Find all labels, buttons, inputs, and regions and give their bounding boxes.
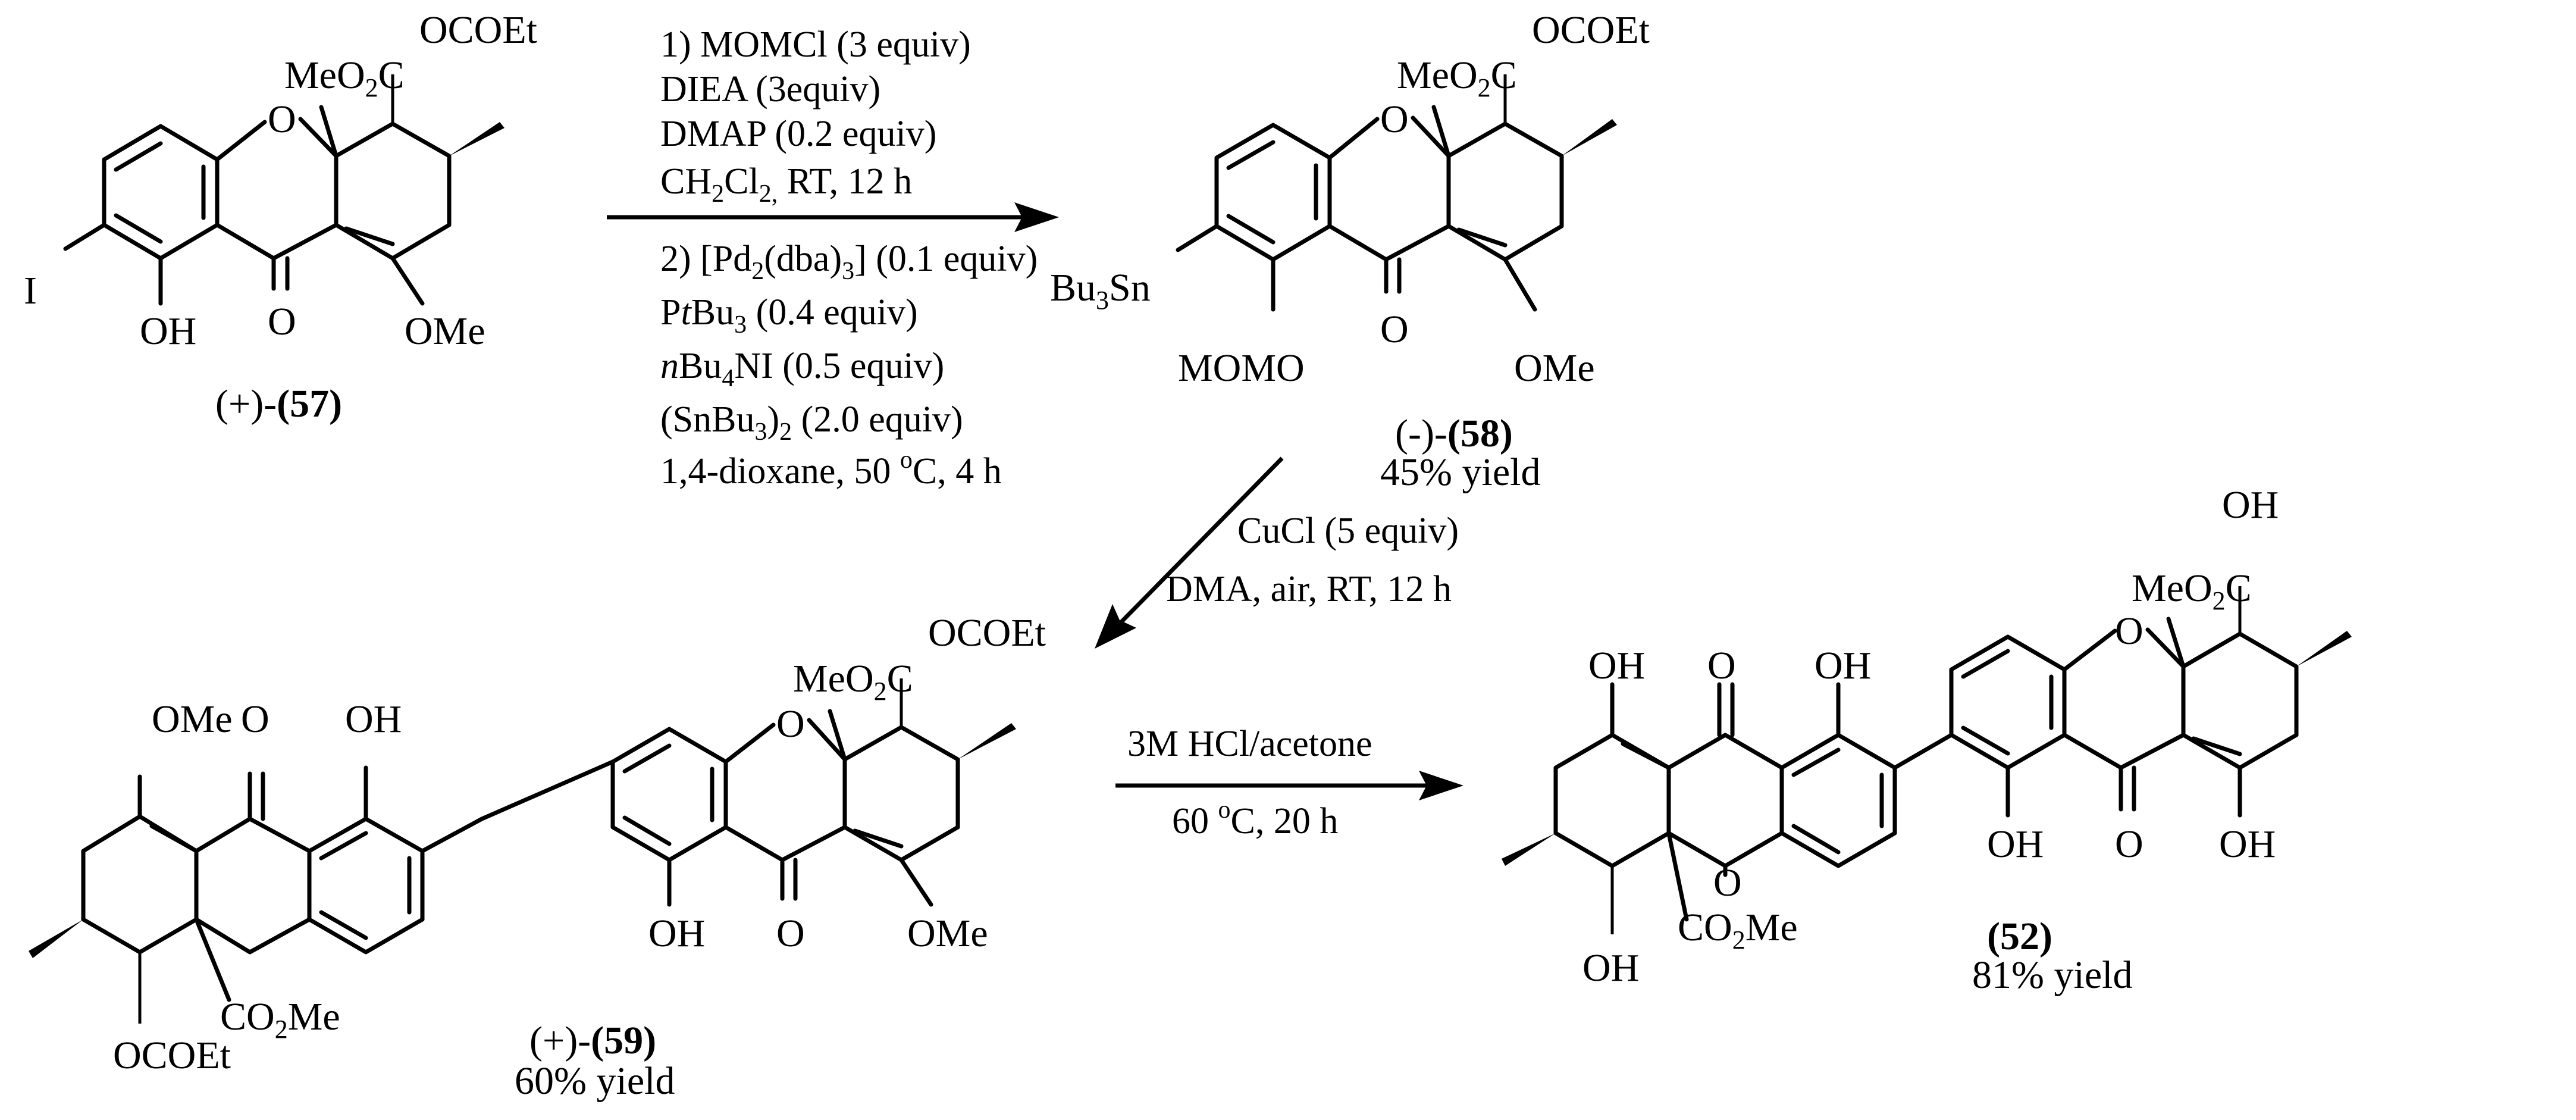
methoxy-label: OMe: [1514, 346, 1595, 390]
step1-conditions: 1) MOMCl (3 equiv) DIEA (3equiv) DMAP (0…: [660, 24, 1038, 492]
compound-57-structure: [63, 74, 504, 306]
hydroxyl-label: OH: [2219, 822, 2276, 866]
ring-oxygen-label: O: [268, 98, 296, 141]
propionate-label: OCOEt: [1532, 8, 1650, 52]
hydroxyl-label: OH: [648, 912, 705, 955]
mom-ether-label: MOMO: [1178, 346, 1305, 390]
svg-text:60 oC, 20 h: 60 oC, 20 h: [1172, 796, 1338, 841]
hydroxyl-label: OH: [2222, 483, 2279, 527]
hydroxyl-label: OH: [1987, 822, 2044, 866]
reaction-arrow-step3: [1115, 771, 1464, 800]
svg-text:3M HCl/acetone: 3M HCl/acetone: [1127, 724, 1372, 764]
carbonyl-oxygen-label: O: [1707, 644, 1736, 687]
hydroxyl-label: OH: [1588, 644, 1645, 687]
ester-label: MeO2C: [2132, 567, 2252, 615]
reaction-arrow-step1: [607, 202, 1059, 232]
svg-text:2) [Pd2(dba)3] (0.1 equiv): 2) [Pd2(dba)3] (0.1 equiv): [660, 239, 1038, 285]
ring-oxygen-label: O: [1713, 861, 1742, 905]
compound-59-label: (+)-(59): [529, 1019, 656, 1062]
reaction-arrow-step2: [1095, 456, 1284, 649]
compound-59-structure: [29, 678, 1016, 1024]
methoxy-label: OMe: [907, 912, 988, 955]
compound-58-structure: [1176, 74, 1617, 312]
hydroxyl-label: OH: [140, 309, 196, 353]
propionate-label: OCOEt: [113, 1034, 231, 1077]
svg-text:DMA, air, RT, 12 h: DMA, air, RT, 12 h: [1166, 569, 1452, 609]
compound-58-yield: 45% yield: [1380, 450, 1540, 494]
hydroxyl-label: OH: [1582, 946, 1639, 990]
svg-text:DIEA (3equiv): DIEA (3equiv): [660, 69, 880, 110]
methoxy-label: OMe: [405, 309, 485, 353]
compound-52-structure: [1502, 586, 2352, 934]
hydroxyl-label: OH: [1815, 644, 1871, 687]
ring-oxygen-label: O: [1380, 98, 1409, 141]
ester-label: MeO2C: [1397, 54, 1517, 102]
ring-oxygen-label: O: [776, 702, 805, 746]
ester-label: CO2Me: [220, 995, 340, 1044]
svg-text:CuCl (5 equiv): CuCl (5 equiv): [1237, 511, 1459, 551]
propionate-label: OCOEt: [928, 611, 1046, 655]
compound-52-yield: 81% yield: [1972, 953, 2132, 997]
compound-59-yield: 60% yield: [515, 1059, 675, 1103]
svg-text:1) MOMCl (3 equiv): 1) MOMCl (3 equiv): [660, 24, 971, 65]
svg-text:nBu4NI (0.5 equiv): nBu4NI (0.5 equiv): [660, 346, 944, 392]
hydroxyl-label: OH: [345, 697, 402, 741]
carbonyl-oxygen-label: O: [241, 697, 269, 741]
compound-57-label: (+)-(57): [215, 382, 342, 426]
svg-text:(SnBu3)2 (2.0 equiv): (SnBu3)2 (2.0 equiv): [660, 399, 963, 446]
iodo-label: I: [24, 269, 37, 312]
carbonyl-oxygen-label: O: [2115, 822, 2143, 866]
svg-text:CH2Cl2, RT, 12 h: CH2Cl2, RT, 12 h: [660, 161, 912, 208]
svg-text:DMAP (0.2 equiv): DMAP (0.2 equiv): [660, 114, 936, 154]
ester-label: MeO2C: [793, 657, 913, 706]
ester-label: CO2Me: [1678, 906, 1798, 955]
propionate-label: OCOEt: [419, 8, 537, 52]
compound-58-label: (-)-(58): [1395, 412, 1513, 455]
step3-conditions: 3M HCl/acetone 60 oC, 20 h: [1127, 724, 1372, 841]
carbonyl-oxygen-label: O: [268, 300, 296, 343]
ester-label: MeO2C: [284, 54, 405, 102]
stannane-label: Bu3Sn: [1050, 266, 1151, 315]
carbonyl-oxygen-label: O: [1380, 308, 1409, 351]
svg-text:PtBu3 (0.4 equiv): PtBu3 (0.4 equiv): [660, 292, 918, 339]
carbonyl-oxygen-label: O: [776, 912, 805, 955]
compound-52-label: (52): [1987, 915, 2052, 958]
step2-conditions: CuCl (5 equiv) DMA, air, RT, 12 h: [1166, 511, 1459, 609]
methoxy-label: OMe: [152, 697, 233, 741]
svg-text:1,4-dioxane, 50 oC, 4 h: 1,4-dioxane, 50 oC, 4 h: [660, 446, 1002, 492]
ring-oxygen-label: O: [2115, 609, 2143, 653]
